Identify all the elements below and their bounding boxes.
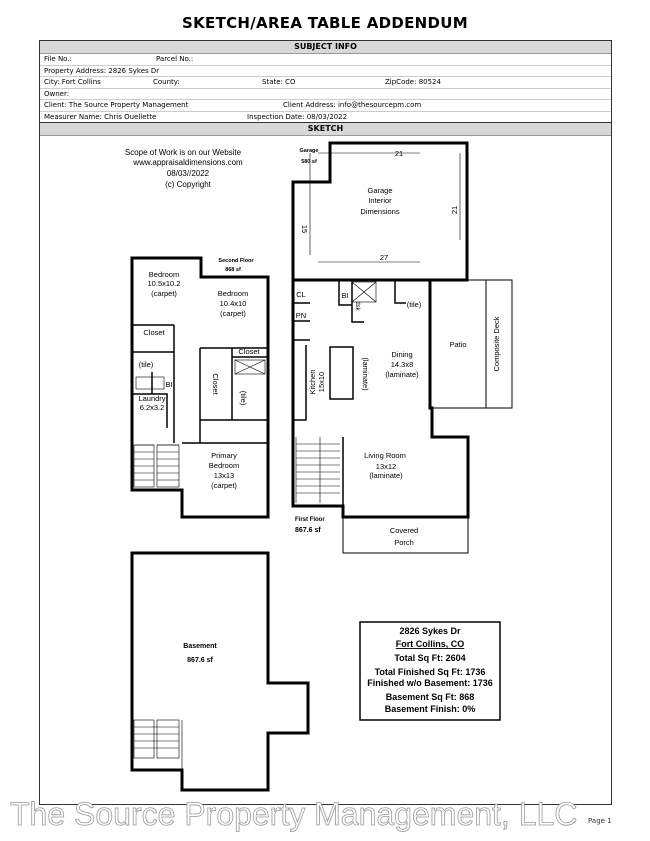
garage-interior-label: Interior [368, 196, 392, 205]
room-dim: 6.2x3.2 [140, 403, 165, 412]
room-label: Kitchen [308, 369, 317, 394]
page-number: Page 1 [588, 817, 612, 825]
room-floor: (tile) [139, 360, 154, 369]
room-floor: (carpet) [211, 481, 237, 490]
addendum-frame: SUBJECT INFO File No.: Parcel No.: Proper… [39, 40, 612, 805]
measurer: Measurer Name: Chris Ouellette [44, 112, 157, 121]
room-label: Bedroom [209, 461, 239, 470]
room-dim: 14.3x8 [391, 360, 414, 369]
garage-area: 580 sf [301, 159, 317, 165]
page-title: SKETCH/AREA TABLE ADDENDUM [182, 14, 468, 32]
room-dim: 15x10 [317, 372, 326, 392]
watermark: The Source Property Management, LLC [10, 796, 578, 833]
room-dim: 10.4x10 [220, 299, 247, 308]
client: Client: The Source Property Management [44, 101, 189, 109]
room-floor: (tile) [239, 391, 248, 406]
zip: ZipCode: 80524 [385, 78, 441, 86]
summary-basement-sqft: Basement Sq Ft: 868 [386, 692, 475, 702]
room-label: dsk [354, 301, 360, 311]
property-address: Property Address: 2826 Sykes Dr [44, 66, 160, 75]
room-floor: (laminate) [361, 357, 370, 391]
summary-total: Total Sq Ft: 2604 [394, 653, 465, 663]
subject-info-header: SUBJECT INFO [40, 41, 611, 54]
inspection-date: Inspection Date: 08/03/2022 [247, 112, 348, 121]
room-floor: (tile) [407, 300, 422, 309]
room-floor: (laminate) [385, 370, 419, 379]
scope-line: Scope of Work is on our Website [125, 148, 242, 157]
room-label: Bedroom [149, 270, 179, 279]
second-floor-plan [130, 256, 270, 519]
row-address: Property Address: 2826 Sykes Dr [40, 66, 611, 77]
floor-label: Second Floor [218, 258, 254, 264]
room-dim: 10.5x10.2 [148, 279, 181, 288]
room-label: Living Room [364, 451, 406, 460]
dimension-label: 15 [300, 225, 309, 233]
scope-url: www.appraisaldimensions.com [132, 158, 243, 167]
basement-plan [130, 551, 310, 792]
room-label: Dining [391, 350, 412, 359]
room-label: Patio [449, 340, 466, 349]
floor-area: 867.6 sf [295, 527, 321, 534]
garage-interior-label: Garage [367, 186, 392, 195]
room-floor: (laminate) [369, 471, 403, 480]
owner: Owner: [44, 89, 70, 98]
client-address: Client Address: info@thesourcepm.com [283, 101, 422, 109]
room-label: Covered [390, 526, 418, 535]
summary-city: Fort Collins, CO [396, 639, 465, 649]
scope-copyright: (c) Copyright [165, 180, 212, 189]
sketch-header: SKETCH [40, 123, 611, 136]
room-label: BI [165, 380, 172, 389]
summary-finished: Total Finished Sq Ft: 1736 [375, 667, 486, 677]
floor-label: First Floor [295, 517, 325, 523]
dimension-label: 21 [395, 149, 403, 158]
row-client: Client: The Source Property Management Cl… [40, 100, 611, 112]
row-owner: Owner: [40, 89, 611, 100]
room-label: CL [296, 290, 306, 299]
room-label: Closet [211, 373, 220, 395]
garage-label: Garage [300, 148, 319, 154]
parcel-no: Parcel No.: [156, 55, 194, 63]
room-floor: (carpet) [220, 309, 246, 318]
scope-date: 08/03//2022 [167, 169, 210, 178]
room-dim: 13x13 [214, 471, 234, 480]
row-measurer: Measurer Name: Chris Ouellette Inspection… [40, 112, 611, 123]
dimension-label: 27 [380, 253, 388, 262]
basement-label: Basement [183, 643, 217, 650]
room-label: Closet [238, 347, 260, 356]
county: County: [153, 78, 180, 86]
city: City: Fort Collins [44, 78, 101, 86]
garage-interior-label: Dimensions [360, 207, 399, 216]
room-label: Laundry [138, 394, 165, 403]
first-floor-plan [291, 141, 513, 554]
room-label: Closet [143, 328, 165, 337]
room-label: Porch [394, 538, 414, 547]
dimension-label: 21 [450, 206, 459, 214]
row-city: City: Fort Collins County: State: CO ZipCod… [40, 77, 611, 89]
room-label: Bedroom [218, 289, 248, 298]
room-label: Composite Deck [492, 316, 501, 371]
file-no: File No.: [44, 55, 72, 63]
summary-basement-finish: Basement Finish: 0% [385, 704, 476, 714]
room-dim: 13x12 [376, 462, 396, 471]
row-file: File No.: Parcel No.: [40, 54, 611, 66]
area-summary-box: 2826 Sykes Dr Fort Collins, CO Total Sq … [359, 621, 501, 721]
floor-area: 868 sf [225, 267, 241, 273]
summary-finished-wo-basement: Finished w/o Basement: 1736 [367, 678, 493, 688]
room-label: Primary [211, 451, 237, 460]
room-label: BI [341, 291, 348, 300]
room-label: PN [296, 311, 306, 320]
basement-area: 867.6 sf [187, 657, 213, 664]
summary-street: 2826 Sykes Dr [399, 626, 461, 636]
room-floor: (carpet) [151, 289, 177, 298]
state: State: CO [262, 78, 296, 86]
